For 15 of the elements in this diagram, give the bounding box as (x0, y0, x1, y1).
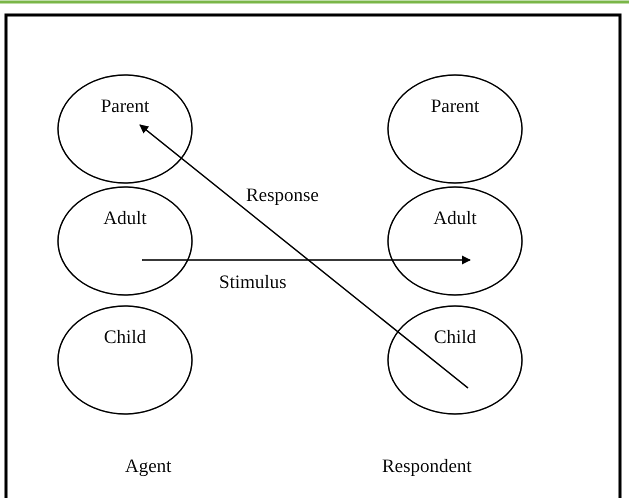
ego-state-label: Child (102, 327, 148, 349)
ego-state-circle (57, 186, 193, 296)
ego-state-circle (57, 305, 193, 415)
ego-state-circle (57, 74, 193, 184)
ego-state-circle (387, 186, 523, 296)
column-caption: Respondent (381, 456, 473, 478)
ego-state-circle (387, 74, 523, 184)
ego-state-circle (387, 305, 523, 415)
ego-state-label: Child (432, 327, 478, 349)
arrow (142, 256, 471, 264)
ego-state-label: Adult (432, 208, 478, 230)
ego-state-label: Parent (430, 96, 480, 118)
arrow (139, 124, 468, 389)
ego-state-label: Parent (100, 96, 150, 118)
ego-state-label: Adult (102, 208, 148, 230)
